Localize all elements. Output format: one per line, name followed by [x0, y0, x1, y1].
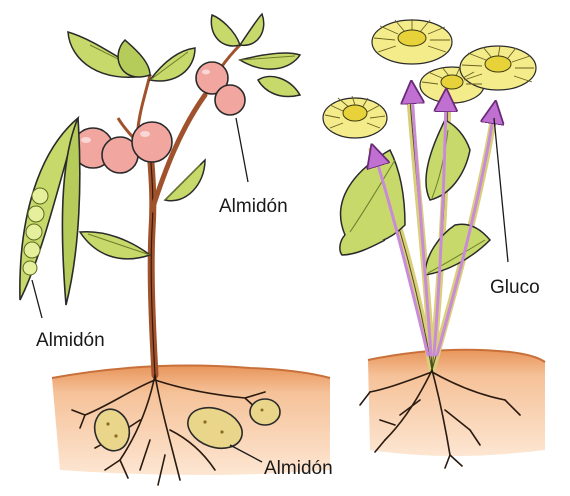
label-almidon-tuber: Almidón	[264, 458, 333, 479]
right-soil	[368, 350, 545, 456]
label-almidon-fruit: Almidón	[219, 196, 288, 217]
right-pointer-line	[494, 118, 508, 262]
right-plant: Gluco	[323, 19, 545, 468]
flowers	[323, 19, 536, 138]
left-plant: Almidón Almidón Almidón	[20, 14, 333, 485]
label-almidon-pod: Almidón	[36, 330, 105, 351]
pea-pod	[20, 118, 80, 305]
label-glucosa: Gluco	[490, 277, 540, 298]
